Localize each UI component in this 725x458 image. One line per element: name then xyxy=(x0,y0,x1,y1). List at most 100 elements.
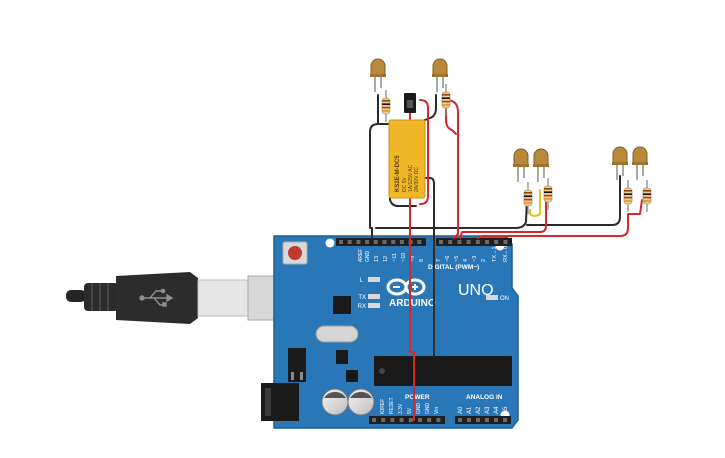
analog-pin-label: A4 xyxy=(494,406,500,414)
digital-pin-hole[interactable] xyxy=(466,240,471,244)
digital-pin-label: ~3 xyxy=(472,256,478,262)
wire-relay-com[interactable] xyxy=(419,99,429,205)
relay-dc-rating-text: 2A/30V DC xyxy=(414,167,420,192)
power-pin-label: 3.3V xyxy=(398,403,404,414)
relay-voltage-text: DC 5V xyxy=(402,177,408,192)
digital-pin-hole[interactable] xyxy=(365,240,370,244)
analog-pin-hole[interactable] xyxy=(476,418,480,422)
led-rx-label: RX xyxy=(358,304,366,310)
power-pin-label: Vin xyxy=(434,407,440,414)
digital-pin-hole[interactable] xyxy=(399,240,404,244)
resistor[interactable] xyxy=(642,180,652,212)
digital-pin-hole[interactable] xyxy=(382,240,387,244)
digital-pin-label: TX→1 xyxy=(492,246,498,262)
digital-pin-label: 12 xyxy=(383,256,389,262)
analog-pin-hole[interactable] xyxy=(467,418,471,422)
wire-5v-relay[interactable] xyxy=(409,94,415,421)
reset-button[interactable] xyxy=(288,246,302,260)
usb-cable[interactable] xyxy=(66,272,281,324)
wire-gnd-led4[interactable] xyxy=(526,175,621,226)
led[interactable] xyxy=(612,146,628,180)
led-group[interactable] xyxy=(370,58,648,182)
analog-pin-hole[interactable] xyxy=(458,418,462,422)
digital-pin-hole[interactable] xyxy=(503,240,508,244)
led-l-indicator xyxy=(368,277,380,282)
power-pin-label: GND xyxy=(416,403,422,415)
power-pin-hole[interactable] xyxy=(390,418,395,422)
led[interactable] xyxy=(533,148,549,182)
analog-pin-hole[interactable] xyxy=(503,418,507,422)
mount-hole xyxy=(325,238,335,248)
header-analog xyxy=(455,416,511,424)
wire-pin6-relay[interactable] xyxy=(445,99,459,239)
digital-pin-hole[interactable] xyxy=(475,240,480,244)
digital-pin-hole[interactable] xyxy=(347,240,352,244)
header-digital-left xyxy=(336,238,426,246)
power-pin-hole[interactable] xyxy=(399,418,404,422)
wire-led2-res[interactable] xyxy=(445,107,457,135)
led[interactable] xyxy=(432,58,448,92)
resistor[interactable] xyxy=(623,180,633,212)
wires[interactable] xyxy=(369,94,643,421)
digital-pin-label: 2 xyxy=(481,259,487,262)
digital-pin-hole[interactable] xyxy=(448,240,453,244)
power-pin-hole[interactable] xyxy=(381,418,386,422)
analog-pin-hole[interactable] xyxy=(485,418,489,422)
analog-pin-label: A2 xyxy=(476,406,482,414)
digital-pin-hole[interactable] xyxy=(339,240,343,244)
led[interactable] xyxy=(370,58,386,92)
digital-pin-hole[interactable] xyxy=(457,240,462,244)
digital-pin-label: 13 xyxy=(374,256,380,262)
arduino-uno-board[interactable]: L TX RX ON ARDUINO UNO DIGITAL (PWM~) PO… xyxy=(261,235,519,429)
digital-pin-hole[interactable] xyxy=(439,240,443,244)
analog-pin-hole[interactable] xyxy=(494,418,498,422)
digital-pin-label: ~6 xyxy=(445,256,451,262)
aref-pin-label: AREF xyxy=(358,249,364,262)
power-label: POWER xyxy=(405,394,430,401)
power-pin-hole[interactable] xyxy=(427,418,432,422)
header-digital-right xyxy=(436,238,512,246)
resistor[interactable] xyxy=(441,84,451,116)
power-pin-label: IOREF xyxy=(380,399,386,414)
small-chip xyxy=(336,350,348,364)
digital-pin-hole[interactable] xyxy=(391,240,396,244)
digital-pin-label: 4 xyxy=(463,259,469,262)
analog-pin-label: A0 xyxy=(458,406,464,414)
led-rx-indicator xyxy=(368,303,380,308)
power-pin-hole[interactable] xyxy=(436,418,441,422)
digital-pin-hole[interactable] xyxy=(373,240,378,244)
wire-pin5-led3[interactable] xyxy=(459,195,547,239)
wire-gnd-bus[interactable] xyxy=(375,195,528,229)
relay-module[interactable]: KS2E-M-DC5 DC 5V 1A/125V AC 2A/30V DC xyxy=(388,93,426,199)
power-pin-hole[interactable] xyxy=(372,418,376,422)
digital-pin-label: ~10 xyxy=(401,253,407,262)
wire-relay-coil[interactable] xyxy=(389,189,417,207)
power-pin-hole[interactable] xyxy=(408,418,413,422)
digital-pin-hole[interactable] xyxy=(417,240,422,244)
usb-plug-metal xyxy=(197,279,249,317)
led[interactable] xyxy=(632,146,648,180)
model-text: UNO xyxy=(458,282,494,299)
digital-pin-label: ~5 xyxy=(454,256,460,262)
led-tx-indicator xyxy=(368,294,380,299)
voltage-regulator xyxy=(288,348,306,382)
led[interactable] xyxy=(513,148,529,182)
resistor[interactable] xyxy=(543,178,553,210)
digital-pin-hole[interactable] xyxy=(356,240,361,244)
wire-yellow-jumper[interactable] xyxy=(529,189,541,217)
power-pin-label: 5V xyxy=(407,407,413,414)
digital-pin-hole[interactable] xyxy=(494,240,499,244)
resistor[interactable] xyxy=(381,90,391,122)
digital-header-label: DIGITAL (PWM~) xyxy=(428,264,479,271)
wire-relay-gnd-down[interactable] xyxy=(423,177,435,357)
digital-pin-hole[interactable] xyxy=(485,240,489,244)
wire-led2-gnd[interactable] xyxy=(419,94,437,123)
power-pin-hole[interactable] xyxy=(418,418,422,422)
resistor-group[interactable] xyxy=(381,84,652,214)
small-chip xyxy=(346,370,358,382)
wire-pin3-led5[interactable] xyxy=(477,199,643,239)
digital-pin-label: 7 xyxy=(436,259,442,262)
resistor[interactable] xyxy=(523,182,533,214)
infinity-logo-icon xyxy=(386,278,426,296)
